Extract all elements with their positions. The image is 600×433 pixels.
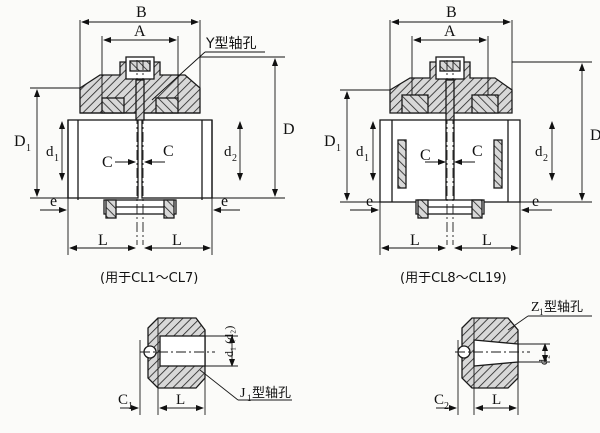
label-D1-right: D	[324, 133, 336, 150]
label-z1-hole-suffix: 型轴孔	[544, 300, 583, 315]
label-d1-right: d	[356, 144, 364, 160]
label-e-left-2: e	[221, 193, 228, 210]
label-C-right-2: C	[472, 143, 483, 160]
label-D-left: D	[283, 121, 295, 138]
left-coupling-section	[67, 56, 213, 245]
dimension-labels: B A Y型轴孔 D D 1 d 1 d 2 C C e e L L (用于CL…	[14, 4, 600, 412]
label-L-left-1: L	[98, 232, 108, 249]
label-C2: C	[434, 392, 444, 408]
label-C-left-1: C	[102, 154, 113, 171]
right-dimensions	[340, 19, 592, 255]
label-L-right-1: L	[410, 232, 420, 249]
label-d2-z1: d₂	[536, 355, 550, 365]
label-d1d2: d₁ (d₂)	[222, 326, 236, 357]
label-d1-left: d	[46, 144, 54, 160]
caption-left: (用于CL1～CL7)	[100, 271, 198, 286]
label-C-right-1: C	[420, 147, 431, 164]
j1-detail-view	[120, 317, 292, 415]
left-dimensions	[30, 19, 285, 255]
label-L-z1: L	[492, 392, 501, 408]
label-B-left: B	[136, 4, 147, 21]
caption-right: (用于CL8～CL19)	[400, 271, 507, 286]
label-d2-left-sub: 2	[232, 153, 237, 164]
label-d1-right-sub: 1	[364, 153, 369, 164]
label-y-hole: Y型轴孔	[205, 36, 257, 52]
label-e-right-1: e	[366, 193, 373, 210]
right-coupling-section	[379, 56, 521, 245]
label-d1-left-sub: 1	[54, 153, 59, 164]
label-L-j1: L	[176, 392, 185, 408]
label-d2-left: d	[224, 144, 232, 160]
label-C1: C	[118, 392, 128, 408]
z1-detail-view	[436, 315, 592, 415]
label-C-left-2: C	[163, 143, 174, 160]
label-j1-hole-sub: 1	[247, 393, 252, 403]
label-e-left-1: e	[50, 193, 57, 210]
label-A-left: A	[134, 23, 146, 40]
label-j1-hole: J	[240, 386, 246, 401]
label-D1-left-sub: 1	[26, 143, 31, 154]
label-z1-hole-sub: 1	[539, 307, 544, 317]
label-B-right: B	[446, 4, 457, 21]
label-j1-hole-suffix: 型轴孔	[252, 386, 291, 401]
label-C2-sub: 2	[444, 401, 449, 412]
label-L-left-2: L	[172, 232, 182, 249]
label-D1-left: D	[14, 133, 26, 150]
label-D1-right-sub: 1	[336, 143, 341, 154]
label-e-right-2: e	[532, 193, 539, 210]
label-A-right: A	[444, 23, 456, 40]
label-z1-hole: Z	[531, 300, 540, 315]
label-d2-right: d	[535, 144, 543, 160]
label-C1-sub: 1	[128, 401, 133, 412]
label-D-right: D	[590, 127, 600, 144]
label-d2-right-sub: 2	[543, 153, 548, 164]
label-L-right-2: L	[482, 232, 492, 249]
